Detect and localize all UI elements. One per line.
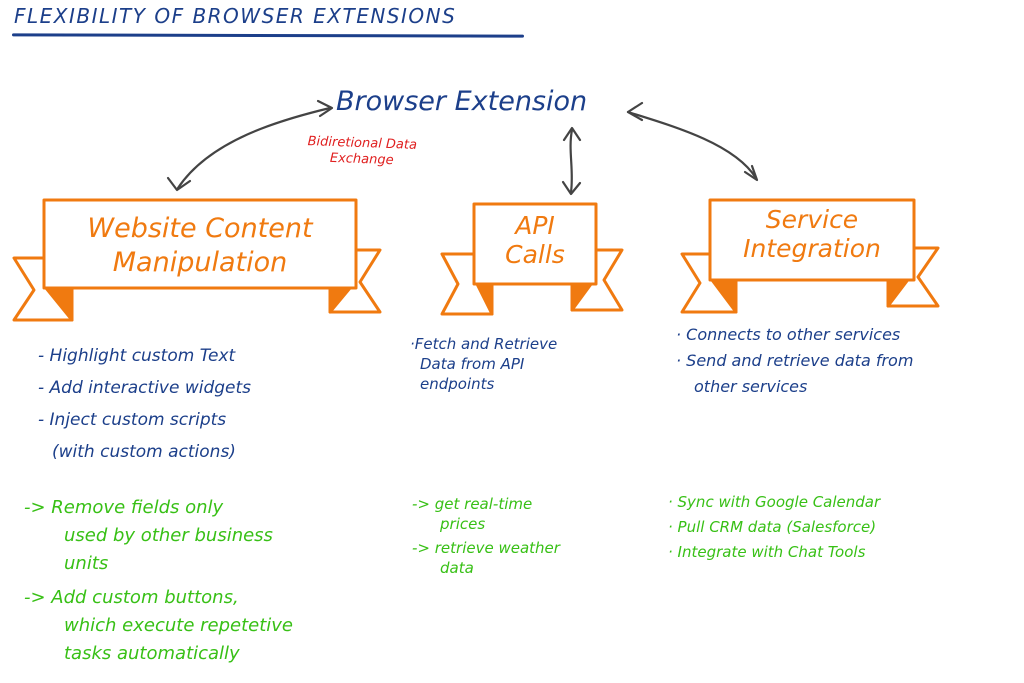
banner-title-line: Service bbox=[765, 205, 859, 234]
banner-title-website-content: Website Content Manipulation bbox=[46, 212, 354, 280]
list-item: ·Fetch and Retrieve Data from API endpoi… bbox=[410, 335, 558, 393]
list-item: · Integrate with Chat Tools bbox=[668, 543, 866, 561]
arrow-hub-to-service bbox=[626, 110, 758, 180]
arrow-hub-to-website bbox=[176, 106, 332, 190]
list-item: -> Add custom buttons, which execute rep… bbox=[24, 587, 294, 664]
banner-service-integration bbox=[680, 198, 940, 314]
service-integration-examples: · Sync with Google Calendar · Pull CRM d… bbox=[668, 490, 1008, 565]
list-item: · Send and retrieve data from other serv… bbox=[676, 351, 914, 396]
arrowhead-api bbox=[561, 180, 582, 196]
website-content-examples: -> Remove fields only used by other busi… bbox=[24, 494, 414, 668]
list-item: - Highlight custom Text bbox=[38, 346, 236, 366]
list-item: · Pull CRM data (Salesforce) bbox=[668, 518, 877, 536]
banner-api-calls bbox=[440, 202, 624, 316]
list-item: -> Remove fields only used by other busi… bbox=[24, 497, 273, 574]
list-item: · Connects to other services bbox=[676, 325, 901, 344]
banner-title-line: Website Content bbox=[87, 213, 313, 244]
arrowhead-hub-left bbox=[316, 99, 334, 118]
arrowhead-hub-middle bbox=[562, 126, 582, 142]
banner-title-line: Calls bbox=[505, 239, 565, 269]
banner-title-line: API bbox=[515, 211, 555, 240]
api-calls-examples: -> get real-time prices -> retrieve weat… bbox=[412, 494, 632, 578]
arrowhead-website bbox=[166, 176, 192, 192]
api-calls-features: ·Fetch and Retrieve Data from API endpoi… bbox=[410, 334, 630, 394]
list-item: · Sync with Google Calendar bbox=[668, 493, 881, 511]
banner-title-service-integration: Service Integration bbox=[712, 205, 912, 264]
page-title: FLEXIBILITY OF BROWSER EXTENSIONS bbox=[14, 4, 457, 28]
list-item: - Add interactive widgets bbox=[38, 378, 252, 398]
banner-title-line: Manipulation bbox=[112, 246, 288, 278]
arrow-hub-to-api bbox=[569, 128, 574, 194]
list-item: -> get real-time prices bbox=[412, 495, 533, 533]
arrowhead-service bbox=[743, 164, 759, 182]
website-content-features: - Highlight custom Text - Add interactiv… bbox=[38, 340, 338, 468]
banner-website-content bbox=[12, 198, 382, 322]
list-item: -> retrieve weather data bbox=[412, 539, 560, 577]
banner-title-api-calls: API Calls bbox=[476, 211, 594, 270]
service-integration-features: · Connects to other services · Send and … bbox=[676, 322, 1016, 400]
browser-extension-hub: Browser Extension bbox=[336, 86, 588, 117]
arrowhead-hub-right bbox=[626, 101, 644, 122]
list-item: - Inject custom scripts (with custom act… bbox=[38, 410, 236, 462]
banner-title-line: Integration bbox=[743, 233, 881, 263]
